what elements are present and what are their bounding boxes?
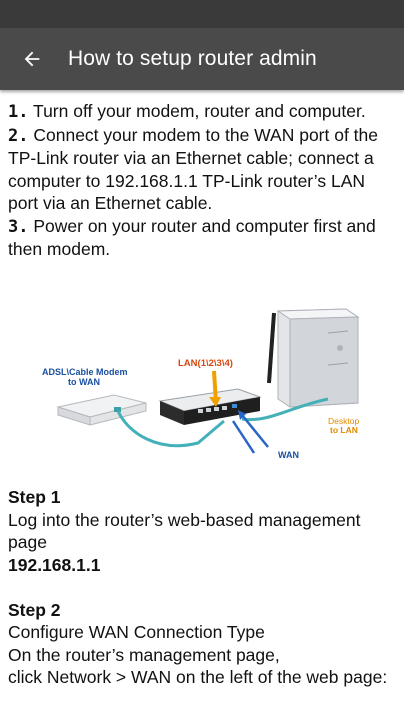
instruction-3: 3. Power on your router and computer fir… xyxy=(8,215,400,261)
instruction-text: Turn off your modem, router and computer… xyxy=(33,101,366,121)
instruction-2: 2. Connect your modem to the WAN port of… xyxy=(8,124,400,215)
instruction-number: 3. xyxy=(8,216,29,237)
instructions: 1. Turn off your modem, router and compu… xyxy=(8,100,400,261)
back-button[interactable] xyxy=(18,45,46,73)
spacer xyxy=(8,576,400,599)
step2-heading: Step 2 xyxy=(8,599,61,620)
instruction-text: Power on your router and computer first … xyxy=(8,215,376,260)
step2-line1: Configure WAN Connection Type xyxy=(8,622,265,642)
page-title: How to setup router admin xyxy=(68,47,317,70)
step2-line3: click Network > WAN on the left of the w… xyxy=(8,667,388,687)
lan-label: LAN(1\2\3\4) xyxy=(178,358,233,369)
step1-heading: Step 1 xyxy=(8,487,61,507)
instruction-1: 1. Turn off your modem, router and compu… xyxy=(8,100,400,124)
desktop-label-1: Desktop xyxy=(328,416,359,426)
instruction-text: Connect your modem to the WAN port of th… xyxy=(8,124,379,214)
wan-label: WAN xyxy=(278,450,299,460)
steps-section: Step 1 Log into the router’s web-based m… xyxy=(8,486,400,689)
router xyxy=(158,312,276,425)
router-setup-diagram: ADSL\Cable Modem to WAN LAN(1\2\3\4) Des… xyxy=(42,308,360,460)
modem-label-1: ADSL\Cable Modem xyxy=(42,367,128,377)
status-bar xyxy=(0,0,404,28)
desktop-computer xyxy=(276,308,360,408)
desktop-label-2: to LAN xyxy=(330,425,358,435)
step1-text: Log into the router’s web-based manageme… xyxy=(8,509,361,553)
arrow-left-icon xyxy=(24,51,40,67)
instruction-number: 1. xyxy=(8,102,29,122)
step1-address: 192.168.1.1 xyxy=(8,554,101,575)
modem xyxy=(56,394,147,426)
app-bar: How to setup router admin xyxy=(0,28,404,90)
modem-label-2: to WAN xyxy=(68,377,100,387)
instruction-number: 2. xyxy=(8,125,29,146)
step2-line2: On the router’s management page, xyxy=(8,644,280,665)
